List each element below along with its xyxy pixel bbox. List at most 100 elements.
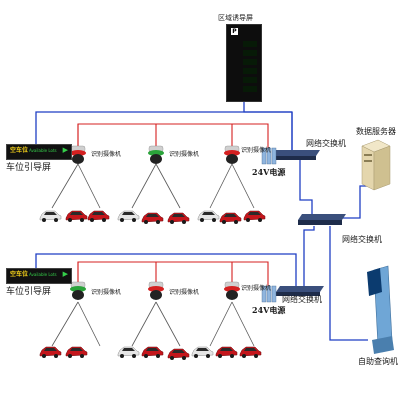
power-unit [261,147,267,165]
guide-screen-label-top: 车位引导屏 [6,163,52,173]
camera-coverage-lines [51,163,255,347]
car-icon [197,210,220,222]
guide-sign-green-text: Available Lots [29,148,57,153]
kiosk-label: 自助查询机 [358,357,398,366]
switch-body [272,150,320,156]
coverage-line [51,301,79,347]
car-icon [167,348,190,360]
car-icon [215,346,238,358]
power-unit [271,147,277,165]
coverage-line [231,301,255,347]
coverage-line [51,163,79,209]
zone-guidance-display: P [226,24,262,102]
power-24v-label-bottom: 24V电源 [252,305,286,315]
server-side [373,145,391,191]
coverage-line [231,163,255,209]
car-icon [167,212,190,224]
car-icon [39,210,62,222]
switch-body [298,214,346,220]
switch-label-main: 网络交换机 [342,235,382,244]
car-icon [117,346,140,358]
server-drive [364,160,372,162]
coverage-line [131,163,157,209]
camera-ring [148,150,164,156]
car-icon [191,346,214,358]
coverage-line [155,301,181,347]
zone-row [230,50,258,56]
car-icon [117,210,140,222]
car-icon [87,210,110,222]
power-supply-top [261,147,277,165]
car-icon [239,346,262,358]
arrow-right-icon: ▶ [62,270,68,278]
camera-label: 识别摄像机 [241,147,272,154]
camera-bottom-1 [70,281,86,300]
camera-ring [224,150,240,156]
camera-ring [224,286,240,292]
switch-front [272,156,316,160]
data-server [361,139,391,191]
switch-front [298,220,342,225]
zone-row [230,68,258,74]
camera-dome [226,290,238,300]
camera-dome [150,154,162,164]
car-icon [141,212,164,224]
network-switch-bottom [276,286,324,296]
camera-label: 识别摄像机 [91,151,122,158]
zone-row [230,86,258,92]
camera-label: 识别摄像机 [169,151,200,158]
net-line-kiosk [329,226,368,341]
kiosk-screen [367,268,382,296]
arrow-right-icon: ▶ [62,146,68,154]
guide-screen-label-bottom: 车位引导屏 [6,287,52,297]
camera-dome [150,290,162,300]
zone-row-value [243,59,257,65]
power-unit [266,285,272,303]
zone-row-value [243,77,257,83]
net-line-top-bus [35,111,292,144]
power-unit [271,285,277,303]
switch-label-bottom: 网络交换机 [282,295,322,304]
self-service-kiosk [367,265,394,354]
car-icon [65,210,88,222]
coverage-line [209,301,233,347]
power-line-bottom [77,261,269,286]
car-icon [243,210,266,222]
zone-row [230,59,258,65]
guide-sign-yellow-text: 空车位 [10,147,29,154]
camera-bottom-2 [148,281,164,300]
guide-sign-green-text: Available Lots [29,272,57,277]
net-line-server [342,185,370,219]
coverage-line [209,163,233,209]
zone-row-value [243,68,257,74]
car-icon [39,346,62,358]
net-line-top-to-main [299,156,313,214]
camera-label: 识别摄像机 [241,285,272,292]
camera-ring [70,150,86,156]
server-drive [364,154,372,156]
camera-top-1 [70,145,86,164]
zone-row-value [243,86,257,92]
data-server-label: 数据服务器 [356,127,396,136]
power-unit [261,285,267,303]
coverage-line [77,163,101,209]
camera-label: 识别摄像机 [169,289,200,296]
camera-bottom-3 [224,281,240,300]
parking-guide-sign-top: 空车位 Available Lots ▶ [6,144,72,160]
net-line-bottom-to-main [303,226,315,286]
camera-label: 识别摄像机 [91,289,122,296]
zone-row-value [243,50,257,56]
parking-logo-icon: P [231,28,238,35]
coverage-line [131,301,157,347]
coverage-line [77,301,101,347]
camera-top-2 [148,145,164,164]
network-wiring [35,100,370,341]
camera-dome [72,290,84,300]
camera-dome [72,154,84,164]
zone-row-value [243,41,257,47]
switch-label-top: 网络交换机 [306,139,346,148]
camera-top-3 [224,145,240,164]
network-switch-main [298,214,346,225]
